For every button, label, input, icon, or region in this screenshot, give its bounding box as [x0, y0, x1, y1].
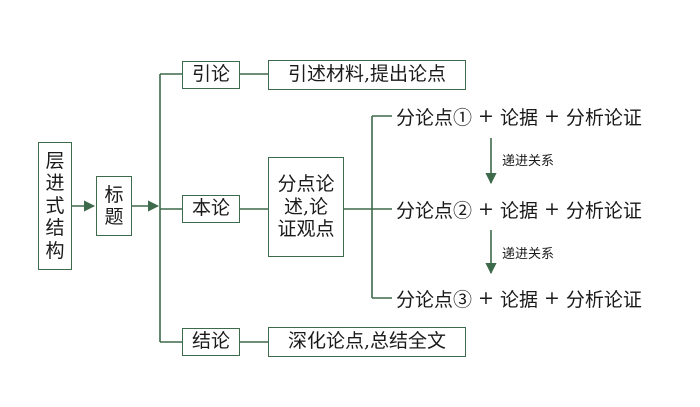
plus-sign: + — [478, 105, 494, 127]
root-char: 式 — [45, 194, 65, 217]
plus-sign: + — [543, 287, 560, 309]
conclusion-description: 深化论点,总结全文 — [268, 327, 466, 357]
analysis-label: 分析论证 — [565, 106, 642, 129]
plus-sign: + — [478, 198, 494, 220]
section-body-label: 本论 — [191, 197, 230, 220]
root-node: 层 进 式 结 构 — [38, 142, 72, 270]
sub-point-2: 分论点② + 论据 + 分析论证 — [396, 195, 642, 223]
sub-point-3: 分论点③ + 论据 + 分析论证 — [396, 284, 642, 312]
plus-sign: + — [478, 287, 494, 309]
root-char: 结 — [45, 217, 65, 240]
body-description: 分点论 述,论 证观点 — [268, 157, 344, 257]
relation-label-1: 递进关系 — [502, 154, 555, 169]
sub-point-label: 分论点② — [396, 199, 473, 222]
plus-sign: + — [543, 105, 560, 127]
conclusion-description-text: 深化论点,总结全文 — [287, 330, 447, 353]
analysis-label: 分析论证 — [565, 288, 642, 311]
section-conclusion: 结论 — [182, 328, 240, 356]
body-description-line: 证观点 — [277, 218, 335, 241]
evidence-label: 论据 — [499, 106, 538, 129]
section-intro-label: 引论 — [191, 63, 230, 86]
sub-point-label: 分论点③ — [396, 288, 473, 311]
intro-description: 引述材料,提出论点 — [268, 60, 466, 90]
section-intro: 引论 — [182, 61, 240, 89]
body-description-line: 述,论 — [283, 195, 329, 218]
root-char: 层 — [45, 149, 65, 172]
evidence-label: 论据 — [499, 288, 538, 311]
root-char: 进 — [45, 172, 65, 195]
title-node: 标 题 — [96, 176, 132, 236]
relation-label-2: 递进关系 — [502, 247, 555, 262]
root-char: 构 — [45, 239, 65, 262]
analysis-label: 分析论证 — [565, 199, 642, 222]
section-body: 本论 — [182, 195, 240, 223]
title-char: 标 — [104, 183, 124, 206]
sub-point-1: 分论点① + 论据 + 分析论证 — [396, 102, 642, 130]
body-description-line: 分点论 — [277, 173, 335, 196]
section-conclusion-label: 结论 — [191, 330, 230, 353]
intro-description-text: 引述材料,提出论点 — [287, 63, 447, 86]
sub-point-label: 分论点① — [396, 106, 473, 129]
plus-sign: + — [543, 198, 560, 220]
evidence-label: 论据 — [499, 199, 538, 222]
title-char: 题 — [104, 206, 124, 228]
